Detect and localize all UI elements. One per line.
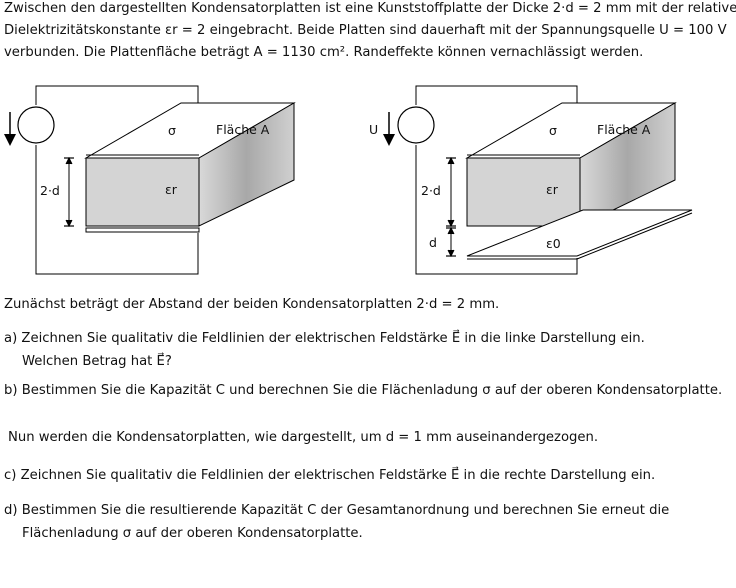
task-b: b) Bestimmen Sie die Kapazität C und ber… (4, 383, 723, 398)
task-d-line-1: d) Bestimmen Sie die resultierende Kapaz… (4, 503, 670, 518)
right-dim-label: 2·d (421, 183, 441, 198)
task-a-line-1: a) Zeichnen Sie qualitativ die Feldlinie… (4, 331, 645, 346)
left-eps-label: εr (165, 182, 178, 197)
right-dim-arrow-up (447, 156, 455, 165)
start-distance-text: Zunächst beträgt der Abstand der beiden … (4, 297, 500, 312)
task-c: c) Zeichnen Sie qualitativ die Feldlinie… (4, 468, 656, 483)
left-dim-arrow-down (65, 219, 73, 228)
right-eps-r-label: εr (546, 182, 559, 197)
right-u-label: U (369, 122, 378, 137)
left-slab-front (85, 157, 200, 227)
intro-line-2: Dielektrizitätskonstante εr = 2 eingebra… (4, 23, 727, 38)
right-d-arrow-up (447, 226, 455, 235)
left-wire-top (35, 85, 199, 113)
left-area-label: Fläche A (216, 122, 270, 137)
right-capacitor: U 2·d d σ Fläche A εr ε0 (369, 85, 693, 275)
left-wire-bottom (35, 145, 199, 275)
right-slab-front (466, 157, 581, 227)
task-d-line-2: Flächenladung σ auf der oberen Kondensat… (22, 526, 363, 541)
right-wire-top (415, 85, 578, 113)
task-a-line-2: Welchen Betrag hat E⃗? (22, 354, 172, 369)
right-wire-bottom (415, 145, 578, 275)
pulled-apart-text: Nun werden die Kondensatorplatten, wie d… (8, 430, 599, 445)
left-capacitor: 2·d σ Fläche A εr (4, 85, 296, 275)
intro-line-3: verbunden. Die Plattenfläche beträgt A =… (4, 45, 644, 60)
intro-line-1: Zwischen den dargestellten Kondensatorpl… (4, 1, 736, 16)
right-sigma-label: σ (549, 123, 557, 138)
right-d-arrow-down (447, 249, 455, 258)
left-dim-arrow-up (65, 156, 73, 165)
right-area-label: Fläche A (597, 122, 651, 137)
left-dim-label: 2·d (40, 183, 60, 198)
right-bottom-plate-edge-2 (576, 212, 693, 260)
capacitor-figure: 2·d σ Fläche A εr U 2·d d σ Fläch (4, 85, 693, 275)
left-bottom-plate (85, 227, 200, 233)
right-dim-arrow-down (447, 219, 455, 228)
right-d-label: d (429, 235, 437, 250)
right-voltage-source-icon (397, 106, 435, 144)
left-sigma-label: σ (168, 123, 176, 138)
right-eps-0-label: ε0 (546, 236, 561, 251)
right-bottom-plate (466, 209, 693, 257)
voltage-source-icon (17, 106, 55, 144)
